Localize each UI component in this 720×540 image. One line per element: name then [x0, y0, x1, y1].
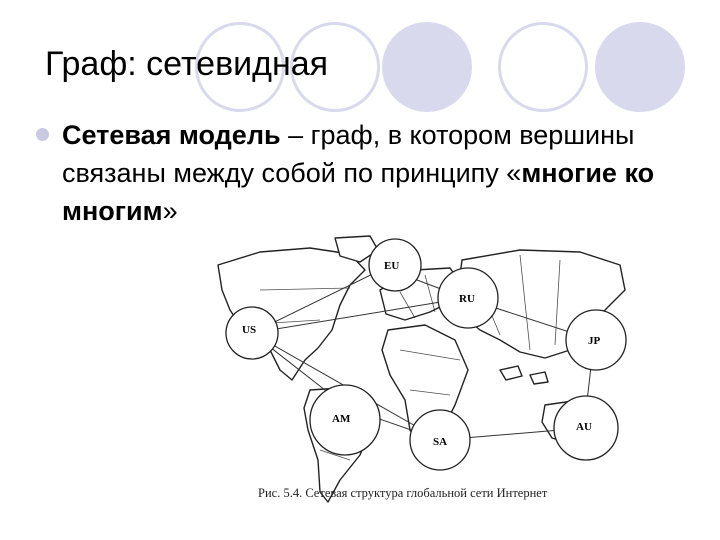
node-sa-circle	[409, 409, 471, 471]
node-label-sa: SA	[433, 436, 447, 448]
bullet-body-end: »	[162, 196, 178, 226]
node-label-ru: RU	[459, 293, 475, 305]
node-label-eu: EU	[384, 260, 399, 272]
node-label-us: US	[242, 324, 256, 336]
graph-nodes: EU RU US JP AM SA AU	[225, 238, 627, 471]
figure-caption: Рис. 5.4. Сетевая структура глобальной с…	[258, 486, 548, 500]
bullet-marker	[36, 128, 49, 141]
slide-title: Граф: сетевидная	[45, 45, 329, 83]
world-map: EU RU US JP AM SA AU	[217, 235, 627, 503]
bullet-term: Сетевая модель	[62, 120, 281, 150]
node-am-circle	[309, 384, 381, 456]
decorative-ring-2	[290, 22, 380, 112]
continent-greenland	[334, 235, 379, 263]
decorative-circle-1	[382, 22, 472, 112]
network-map-figure: EU RU US JP AM SA AU	[200, 230, 640, 520]
node-label-jp: JP	[588, 335, 601, 347]
bullet-paragraph: Сетевая модель – граф, в котором вершины…	[62, 116, 662, 230]
decorative-ring-3	[498, 22, 588, 112]
decorative-circle-2	[595, 22, 685, 112]
node-label-au: AU	[576, 421, 592, 433]
decorative-ring-1	[195, 22, 285, 112]
node-au-circle	[553, 395, 619, 461]
node-ru-circle	[437, 267, 499, 329]
node-jp-circle	[565, 309, 627, 371]
bullet-emphasis: многие ко многим	[62, 158, 655, 226]
node-eu-circle	[368, 238, 422, 292]
node-us-circle	[225, 306, 279, 360]
bullet-body-start: – граф, в котором вершины связаны между …	[62, 120, 635, 188]
node-label-am: AM	[332, 413, 351, 425]
